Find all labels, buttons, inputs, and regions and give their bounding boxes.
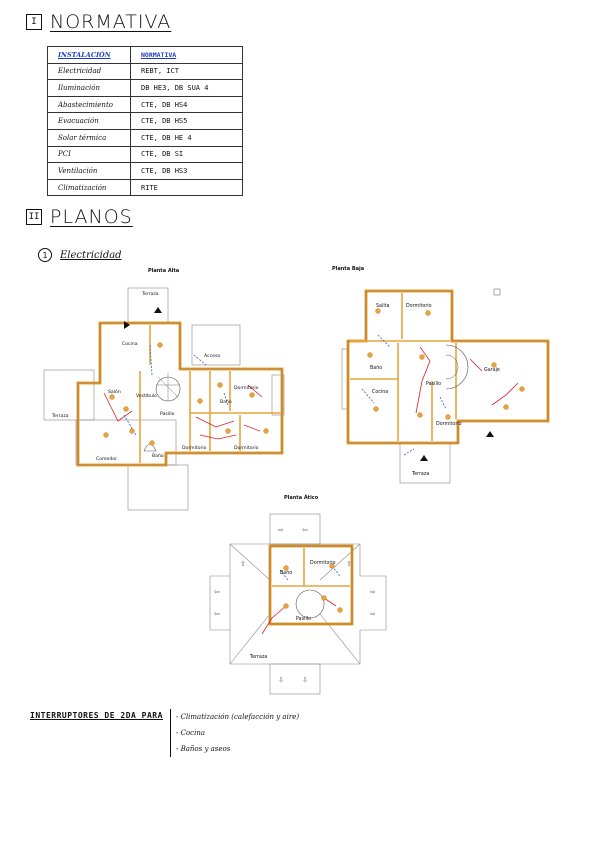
cell-instalacion: PCI — [47, 145, 131, 164]
interruptores-label: INTERRUPTORES DE 2DA PARA — [30, 711, 163, 720]
room-label: Terraza — [141, 291, 159, 297]
cell-normativa: REBT, ICT — [130, 62, 243, 81]
room-label: Cocina — [372, 389, 388, 395]
room-label: Pasillo — [296, 616, 311, 622]
cell-normativa: CTE, DB HS5 — [130, 112, 243, 130]
room-label: Terraza — [51, 413, 69, 419]
svg-text:⇨: ⇨ — [278, 526, 284, 534]
svg-text:⇩: ⇩ — [302, 676, 308, 684]
room-label: Vestíbulo — [136, 392, 157, 399]
room-label: Pasillo — [160, 411, 175, 417]
cell-normativa: CTE, DB HS3 — [130, 162, 243, 180]
room-label: Dormitorio — [436, 421, 462, 427]
svg-text:⇨: ⇨ — [370, 610, 376, 618]
room-label: Terraza — [411, 471, 429, 477]
cell-instalacion: Evacuación — [47, 112, 131, 130]
svg-text:⇧: ⇧ — [240, 560, 246, 568]
room-label: Baño — [370, 365, 382, 371]
room-label: Comedor — [96, 456, 117, 462]
room-label: Baño — [220, 399, 232, 405]
subsection-number: 1 — [38, 248, 52, 262]
svg-text:⇧: ⇧ — [346, 560, 352, 568]
plan-title-baja: Planta Baja — [332, 266, 365, 272]
cell-normativa: CTE, DB HE 4 — [130, 128, 243, 147]
cell-normativa: RITE — [130, 178, 243, 197]
list-item: - Climatización (calefacción y aire) — [176, 713, 300, 721]
cell-normativa: DB HE3, DB SUA 4 — [130, 79, 243, 97]
cell-instalacion: Iluminación — [47, 79, 131, 97]
section-title: PLANOS — [50, 206, 133, 228]
floor-plan-baja: Salita Dormitorio Baño Pasillo Garaje Co… — [341, 288, 550, 484]
header-instalacion: INSTALACIÓN — [47, 46, 131, 64]
section-numeral-box: I — [26, 14, 42, 30]
room-label: Terraza — [249, 654, 267, 660]
svg-text:⇦: ⇦ — [302, 526, 308, 534]
room-label: Salón — [108, 388, 121, 395]
notes-divider — [170, 709, 171, 757]
list-item: - Baños y aseos — [176, 745, 231, 753]
room-label: Dormitorio — [234, 385, 259, 391]
svg-text:⇩: ⇩ — [278, 676, 284, 684]
section-title: NORMATIVA — [50, 11, 172, 33]
room-label: Cocina — [122, 341, 138, 347]
cell-instalacion: Electricidad — [47, 62, 131, 81]
cell-instalacion: Climatización — [47, 178, 131, 197]
list-item: - Cocina — [176, 729, 206, 737]
cell-instalacion: Ventilación — [47, 162, 131, 180]
room-label: Salita — [376, 303, 390, 309]
table-header-row: INSTALACIÓN NORMATIVA — [47, 46, 243, 64]
subsection-heading: 1 Electricidad — [38, 248, 122, 262]
svg-text:⇦: ⇦ — [214, 610, 220, 618]
room-label: Dormitorio — [310, 560, 336, 566]
room-label: Acceso — [204, 353, 220, 359]
section-normativa-heading: I NORMATIVA — [26, 11, 171, 33]
cell-normativa: CTE, DB SI — [130, 145, 243, 164]
room-label: Dormitorio — [182, 445, 207, 451]
floor-plan-alta: Terraza Cocina Acceso Salón Vestíbulo Do… — [43, 287, 285, 511]
section-planos-heading: II PLANOS — [26, 206, 133, 228]
room-label: Pasillo — [426, 381, 441, 387]
room-label: Dormitorio — [234, 445, 259, 451]
plan-title-atico: Planta Ático — [284, 495, 319, 501]
cell-instalacion: Solar térmica — [47, 128, 131, 147]
subsection-title: Electricidad — [60, 249, 122, 261]
room-label: Garaje — [484, 367, 500, 373]
header-normativa: NORMATIVA — [130, 46, 243, 64]
cell-instalacion: Abastecimiento — [47, 95, 131, 114]
floor-plan-atico: ⇨ ⇦ ⇧ ⇧ ⇦ ⇦ ⇨ ⇨ ⇩ ⇩ Baño Dormitorio Pasillo T… — [209, 513, 387, 695]
svg-text:⇨: ⇨ — [370, 588, 376, 596]
room-label: Baño — [152, 453, 164, 459]
room-label: Baño — [280, 570, 292, 576]
section-numeral-box: II — [26, 209, 42, 225]
plan-title-alta: Planta Alta — [148, 268, 180, 274]
svg-text:⇦: ⇦ — [214, 588, 220, 596]
cell-normativa: CTE, DB HS4 — [130, 95, 243, 114]
room-label: Dormitorio — [406, 303, 432, 309]
notes-list: - Climatización (calefacción y aire) - C… — [176, 709, 299, 757]
